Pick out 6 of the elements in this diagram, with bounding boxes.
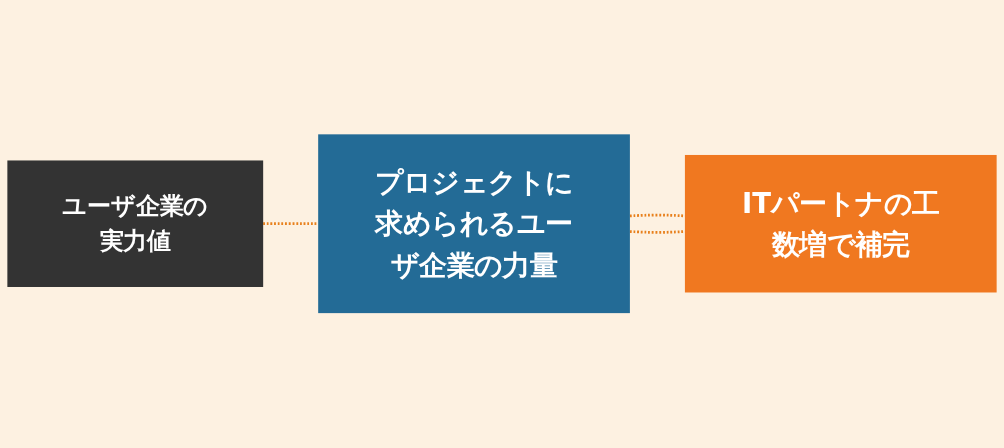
node-box: プロジェクトに求められるユーザ企業の力量 (318, 134, 630, 314)
connector (263, 222, 319, 226)
node-box: ITパートナの工数増で補完 (684, 155, 997, 293)
node-box: ユーザ企業の 実力値 (7, 160, 264, 288)
connector (629, 230, 685, 235)
connector (629, 213, 685, 218)
